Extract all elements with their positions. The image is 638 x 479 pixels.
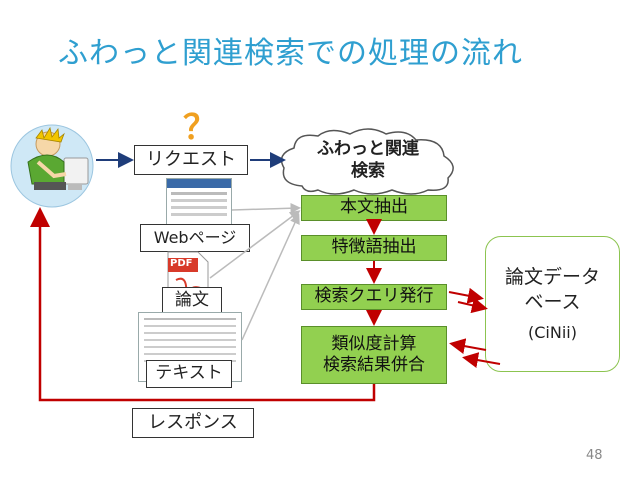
step-extract-body: 本文抽出 [301, 195, 447, 221]
arrow-pdf-to-extract [209, 210, 301, 279]
step-extract-features: 特徴語抽出 [301, 235, 447, 261]
page-number: 48 [586, 448, 603, 463]
paper-database: 論文データ ベース (CiNii) [485, 236, 620, 372]
step-similarity-merge: 類似度計算 検索結果併合 [301, 326, 447, 384]
arrow-db-to-similarity-1 [449, 338, 487, 355]
arrow-text-to-extract [241, 213, 300, 341]
arrow-db-to-similarity-2 [462, 352, 501, 368]
pdf-icon-text: PDF [170, 258, 193, 269]
database-name: 論文データ ベース [504, 265, 600, 314]
step-issue-query: 検索クエリ発行 [301, 284, 447, 310]
arrow-query-to-db-1 [448, 287, 484, 304]
webpage-label: Webページ [140, 224, 250, 252]
paper-label: 論文 [162, 287, 222, 315]
arrow-web-to-extract [231, 202, 301, 214]
request-box: リクエスト [134, 145, 248, 175]
response-box: レスポンス [132, 408, 254, 438]
cloud-shape [272, 126, 464, 196]
arrow-response-loop [30, 207, 376, 402]
database-sub: (CiNii) [528, 322, 577, 342]
user-at-computer-icon [8, 118, 96, 214]
page-title: ふわっと関連検索での処理の流れ [58, 36, 523, 71]
cloud-label: ふわっと関連 検索 [317, 138, 419, 181]
text-label: テキスト [146, 360, 232, 388]
question-mark: ？ [183, 108, 217, 148]
arrow-query-to-db-2 [457, 297, 488, 314]
